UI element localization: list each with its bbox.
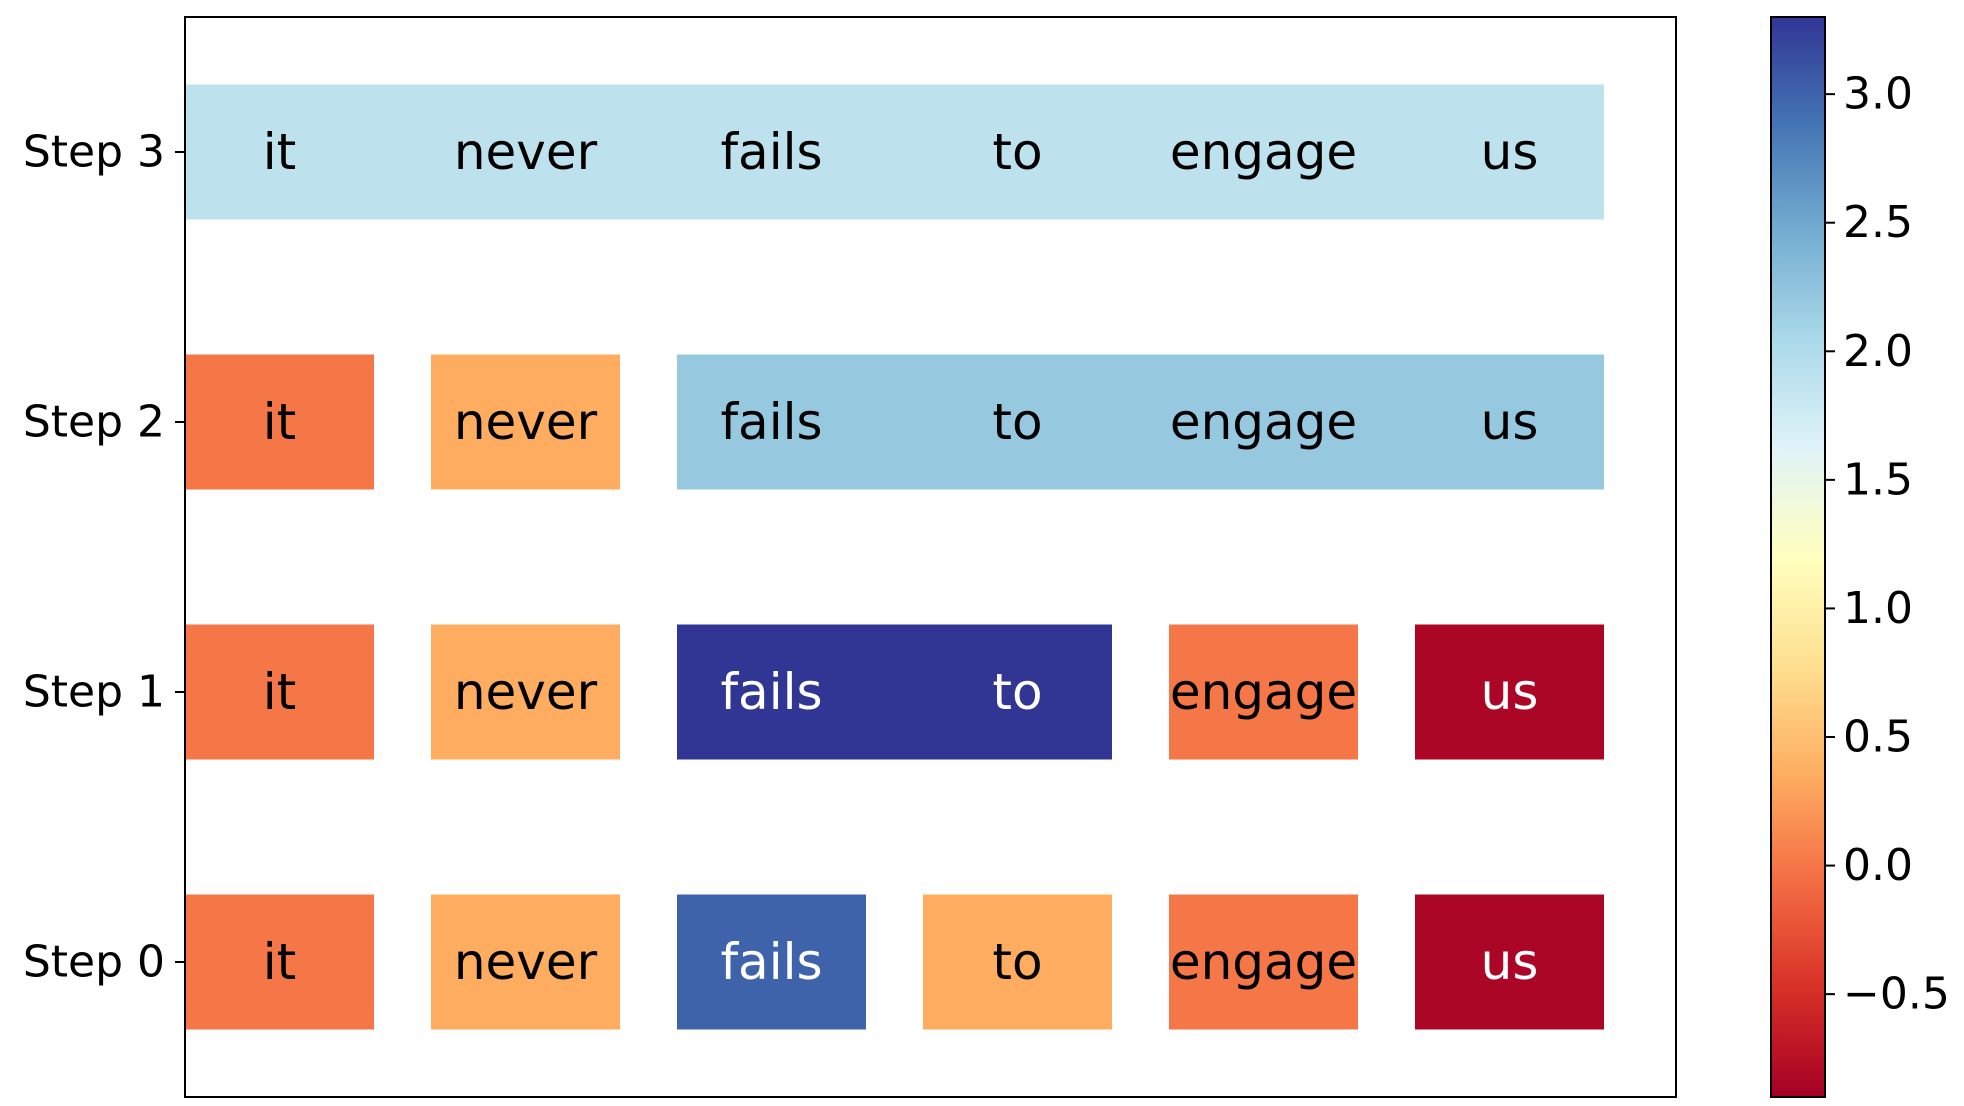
token-label: to [992, 123, 1042, 181]
heatmap-cell [677, 354, 1604, 490]
token-label: to [992, 663, 1042, 721]
heatmap-cell [1169, 894, 1358, 1030]
colorbar-tick-label: 2.0 [1843, 326, 1913, 377]
token-label: us [1481, 123, 1539, 181]
heatmap-cell [677, 624, 1112, 760]
colorbar-tick-label: 2.5 [1843, 197, 1913, 248]
token-label: engage [1170, 393, 1357, 451]
y-axis: Step 0 Step 1 Step 2 Step 3 [23, 127, 185, 988]
colorbar-tick-label: 0.0 [1843, 840, 1913, 891]
token-label: us [1481, 663, 1539, 721]
plot-area: it never fails to engage us it never fails to enga… [185, 84, 1604, 1030]
token-label: never [454, 933, 598, 991]
token-label: never [454, 393, 598, 451]
token-label: it [263, 393, 297, 451]
y-tick-label: Step 3 [23, 127, 165, 178]
token-label: engage [1170, 123, 1357, 181]
token-label: it [263, 123, 297, 181]
heatmap-cell [1415, 894, 1604, 1030]
heatmap-cell [185, 354, 374, 490]
token-label: us [1481, 393, 1539, 451]
colorbar [1770, 16, 1826, 1098]
colorbar-tick-label: 1.0 [1843, 583, 1913, 634]
token-label: never [454, 663, 598, 721]
heatmap-cell [677, 894, 866, 1030]
token-label: it [263, 933, 297, 991]
y-tick-label: Step 1 [23, 667, 165, 718]
token-label: never [454, 123, 598, 181]
heatmap-cell [1169, 624, 1358, 760]
colorbar-axis: −0.5 0.0 0.5 1.0 1.5 2.0 2.5 3.0 [1825, 69, 1950, 1020]
token-label: fails [720, 663, 822, 721]
heatmap-cell [431, 894, 620, 1030]
heatmap-cell [1415, 624, 1604, 760]
colorbar-tick-label: 3.0 [1843, 69, 1913, 120]
token-label: to [992, 393, 1042, 451]
heatmap-cell [923, 894, 1112, 1030]
colorbar-tick-label: −0.5 [1843, 969, 1950, 1020]
token-label: us [1481, 933, 1539, 991]
heatmap-cell [185, 624, 374, 760]
colorbar-tick-label: 1.5 [1843, 454, 1913, 505]
token-label: fails [720, 123, 822, 181]
colorbar-tick-label: 0.5 [1843, 712, 1913, 763]
token-label: to [992, 933, 1042, 991]
y-tick-label: Step 0 [23, 937, 165, 988]
plot-frame [184, 16, 1677, 1098]
token-label: engage [1170, 933, 1357, 991]
token-label: engage [1170, 663, 1357, 721]
token-label: fails [720, 393, 822, 451]
token-label: fails [720, 933, 822, 991]
heatmap-cell [431, 624, 620, 760]
token-label: it [263, 663, 297, 721]
heatmap-cell [185, 894, 374, 1030]
y-tick-label: Step 2 [23, 397, 165, 448]
heatmap-cell [185, 84, 1604, 220]
heatmap-cell [431, 354, 620, 490]
